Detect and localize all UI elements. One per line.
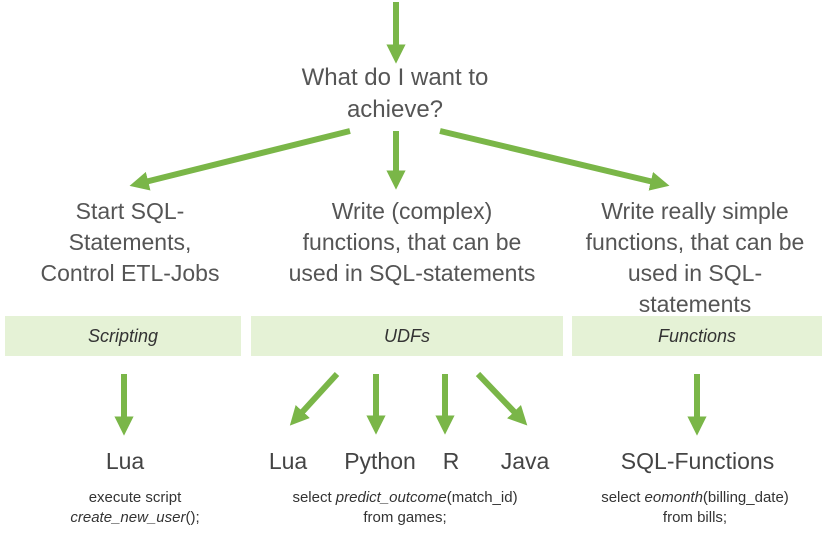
language-sql-functions: SQL-Functions — [620, 448, 775, 474]
category-scripting: Scripting — [5, 316, 241, 356]
arrow-to-udf-java — [475, 371, 528, 426]
language-python-udf: Python — [344, 448, 416, 474]
category-functions: Functions — [572, 316, 822, 356]
example-fn-name: create_new_user — [70, 509, 186, 526]
language-java-udf: Java — [500, 448, 550, 474]
language-lua-udf: Lua — [268, 448, 308, 474]
goal-scripting: Start SQL- Statements, Control ETL-Jobs — [40, 198, 220, 286]
goal-udfs: Write (complex) functions, that can be u… — [288, 198, 536, 286]
category-udfs: UDFs — [251, 316, 563, 356]
language-lua-scripting: Lua — [105, 448, 145, 474]
arrow-to-udf-lua — [289, 371, 340, 426]
goal-functions: Write really simple functions, that can … — [585, 198, 805, 317]
example-functions: select eomonth(billing_date) from bills; — [601, 489, 789, 526]
example-fn-name: predict_outcome — [335, 489, 447, 506]
language-r-udf: R — [442, 448, 460, 474]
arrow-to-goal-functions — [439, 128, 670, 191]
example-udfs: select predict_outcome(match_id) from ga… — [292, 489, 518, 526]
example-scripting: execute script create_new_user(); — [70, 489, 200, 526]
example-fn-name: eomonth — [644, 489, 703, 506]
question-text: What do I want to achieve? — [301, 64, 489, 123]
arrow-to-goal-scripting — [129, 128, 351, 191]
